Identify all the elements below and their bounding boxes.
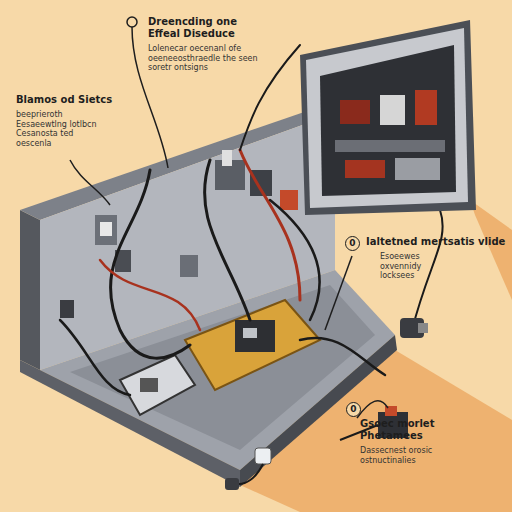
panel-side	[20, 210, 40, 370]
callout-heading: Dreencding one Effeal Diseduce	[148, 16, 258, 40]
monitor-shadow	[470, 200, 512, 300]
circuit-board	[185, 300, 320, 390]
callout-text: Esoeewes oxvennidy locksees	[380, 252, 458, 281]
monitor	[300, 20, 476, 215]
callout-number: 0	[346, 402, 361, 417]
callout-number: 0	[345, 236, 360, 251]
leader-lines	[70, 17, 388, 418]
callout-text: Lolenecar oecenanl ofe oeeneeosthraedle …	[148, 44, 263, 73]
callout-text: beeprieroth Eesaeewtlng lotlbcn Cesanost…	[16, 110, 108, 148]
wires	[60, 45, 443, 395]
breaker-module	[120, 355, 195, 415]
callout-heading: Ialtetned mertsatis vlide	[366, 236, 506, 248]
tray-inner	[70, 285, 375, 450]
callout-heading: Blamos od Sietcs	[16, 94, 126, 106]
callout-heading: Gsoec morlet Phetamees	[360, 418, 440, 442]
callout-text: Dassecnest orosic ostnuctinalies	[360, 446, 442, 465]
switch-row	[60, 150, 298, 318]
